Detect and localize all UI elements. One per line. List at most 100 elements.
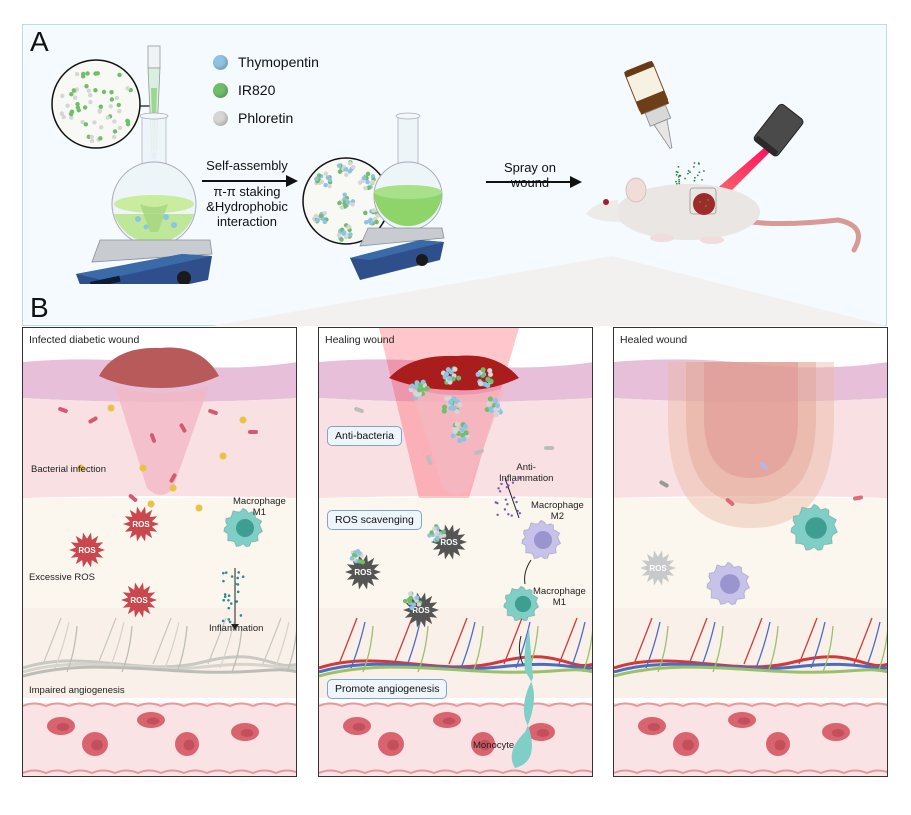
ros-burst-icon: ROS xyxy=(121,582,157,618)
cytokine-dot xyxy=(503,508,507,511)
nanoparticle-bead xyxy=(488,371,494,378)
nanoparticle-icon xyxy=(336,223,353,242)
legend-item-phloretin: Phloretin xyxy=(213,104,319,132)
nanoparticle-bead xyxy=(407,591,413,597)
capillary-branch xyxy=(231,625,243,673)
nanoparticle-bead xyxy=(409,383,415,389)
cytokine-dot xyxy=(235,600,239,603)
molecule-dot xyxy=(75,101,80,107)
legend: Thymopentin IR820 Phloretin xyxy=(213,48,319,132)
monocyte-icon xyxy=(511,628,534,768)
molecule-dot xyxy=(98,136,103,141)
panel-a-letter: A xyxy=(30,26,49,57)
panel-a-floor xyxy=(212,256,887,326)
molecule-dot xyxy=(117,108,122,114)
red-blood-cell-icon xyxy=(728,712,756,728)
cytokine-dot xyxy=(504,498,508,501)
cytokine-dot xyxy=(229,602,233,605)
spray-bottle-icon xyxy=(624,60,673,149)
nanoparticle-bead xyxy=(342,192,347,197)
stirrer-with-flask-1 xyxy=(76,45,213,284)
nanoparticle-bead xyxy=(480,367,486,373)
bacteria-coccus-icon xyxy=(195,504,203,512)
nanoparticle-bead xyxy=(327,177,333,183)
nanoparticle-bead xyxy=(402,598,408,604)
nanoparticle-bead xyxy=(411,602,417,607)
rbc-center xyxy=(387,739,399,751)
bacteria-rod-icon xyxy=(179,423,187,433)
ros-text: ROS xyxy=(78,546,96,555)
nanoparticle-icon xyxy=(357,171,376,191)
nanoparticle-icon xyxy=(441,395,463,415)
molecule-dot xyxy=(98,125,104,130)
red-blood-cell-icon xyxy=(766,732,790,756)
capillary-branch xyxy=(865,621,881,669)
bacteria-rod-icon xyxy=(425,455,433,465)
nanoparticle-bead xyxy=(487,396,493,402)
spray-particle xyxy=(687,172,689,175)
cytokine-dot xyxy=(507,484,510,487)
macrophage-m1-icon xyxy=(790,503,839,551)
promote-angiogenesis-tag: Promote angiogenesis xyxy=(327,679,448,699)
nanoparticle-bead xyxy=(407,597,412,602)
nanoparticle-bead xyxy=(478,381,484,387)
nanoparticle-bead xyxy=(348,232,353,237)
mouse-wound xyxy=(693,193,715,215)
nanoparticle-bead xyxy=(344,172,349,178)
cytokine-dot xyxy=(239,614,243,617)
step2-line1: Spray on xyxy=(503,160,557,175)
capillary-branch xyxy=(570,621,586,669)
legend-label: Phloretin xyxy=(238,110,294,126)
legend-label: Thymopentin xyxy=(238,54,319,70)
rbc-center xyxy=(536,728,550,738)
nanoparticle-bead xyxy=(360,559,365,565)
capillary-branch xyxy=(54,621,70,669)
macrophage-m1-icon xyxy=(503,585,540,622)
rbc-center xyxy=(352,722,366,732)
spray-particle xyxy=(684,177,686,180)
macrophage-m1-label: Macrophage M1 xyxy=(533,586,586,608)
anti-inflammation-line1: Anti- xyxy=(516,462,536,473)
nanoparticle-bead xyxy=(444,396,450,402)
endothelium-top xyxy=(23,702,296,708)
molecule-dot xyxy=(86,88,92,93)
nanoparticle-bead xyxy=(484,407,490,413)
cytokine-dot xyxy=(241,575,245,578)
red-blood-cell-icon xyxy=(82,732,108,756)
molecule-dot xyxy=(60,93,65,99)
molecule-dot xyxy=(88,93,93,98)
cytokine-dot xyxy=(511,481,515,484)
capillary-branch xyxy=(262,617,282,665)
molecule-dot xyxy=(59,111,65,116)
molecule-dot xyxy=(69,91,74,97)
ros-burst-icon: ROS xyxy=(345,554,381,590)
capillary-branch xyxy=(767,625,779,673)
cytokine-dot xyxy=(222,598,226,602)
molecule-dot xyxy=(117,72,122,78)
cytokine-dot xyxy=(227,618,231,621)
nanoparticle-bead xyxy=(318,213,324,219)
cytokine-dot xyxy=(518,511,522,515)
red-blood-cell-icon xyxy=(527,723,555,741)
endothelium-bottom xyxy=(614,769,887,775)
ros-burst-icon: ROS xyxy=(123,506,159,542)
bacteria-rod-icon xyxy=(88,416,98,424)
spray-particle xyxy=(693,179,696,182)
spray-particle xyxy=(698,171,701,174)
molecule-dot xyxy=(105,115,111,120)
bacteria-rod-icon xyxy=(58,406,68,414)
arrow-1-top-label: Self-assembly xyxy=(198,158,296,173)
subpanel-title: Healing wound xyxy=(325,334,395,346)
capillary-branch xyxy=(688,617,708,665)
cytokine-dot xyxy=(236,590,240,594)
nanoparticle-bead xyxy=(457,438,463,444)
nanoparticle-bead xyxy=(351,552,357,558)
molecule-dot xyxy=(83,122,89,127)
molecule-dot xyxy=(84,84,89,89)
nanoparticle-bead xyxy=(323,182,328,188)
molecule-dot xyxy=(92,120,97,125)
nanoparticle-bead xyxy=(459,427,465,433)
phloretin-dot-icon xyxy=(213,110,228,126)
capillary-branch xyxy=(362,625,374,673)
